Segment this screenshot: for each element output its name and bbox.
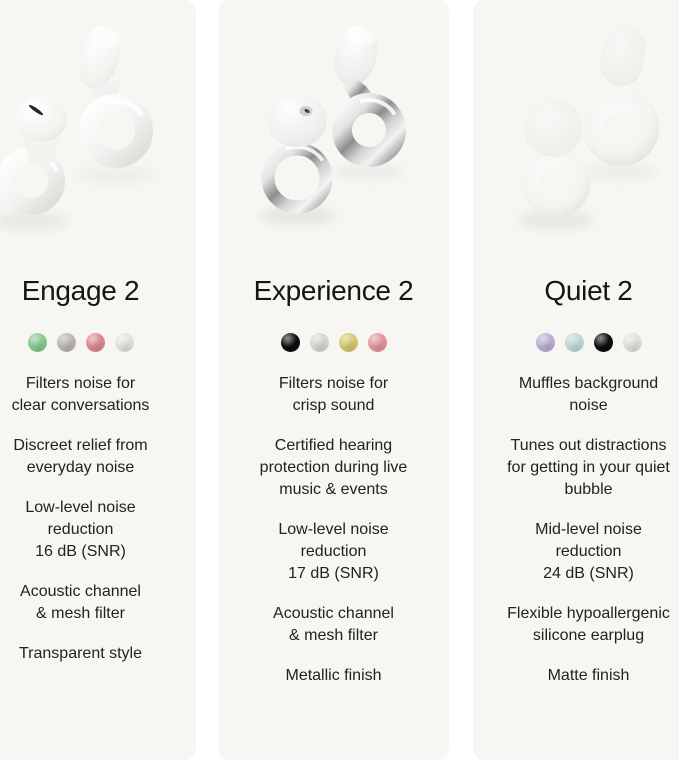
feature-list: Filters noise for clear conversations Di… [0, 373, 196, 665]
experience-2-earplugs-illustration [259, 24, 406, 225]
swatch-black [280, 333, 300, 352]
feature-item: Filters noise for clear conversations [11, 375, 150, 414]
product-title: Engage 2 [21, 275, 140, 306]
product-card-quiet-2: Quiet 2 Muffles background noise Tunes o… [473, 0, 679, 760]
swatch-rose [367, 333, 387, 352]
swatch-light-gray [622, 333, 642, 352]
product-image-quiet-2 [473, 0, 679, 235]
color-swatches [218, 333, 449, 352]
feature-item: Low-level noise reduction 17 dB (SNR) [278, 521, 389, 582]
product-card-engage-2: Engage 2 Filters noise for clear convers… [0, 0, 196, 760]
product-image-experience-2 [218, 0, 449, 235]
swatch-rose [85, 333, 105, 352]
feature-item: Mid-level noise reduction 24 dB (SNR) [535, 521, 642, 582]
feature-item: Transparent style [18, 645, 142, 662]
product-title: Quiet 2 [544, 275, 633, 306]
quiet-2-earplugs-illustration [518, 26, 659, 229]
feature-item: Low-level noise reduction 16 dB (SNR) [25, 499, 136, 560]
product-card-experience-2: Experience 2 Filters noise for crisp sou… [218, 0, 449, 760]
swatch-black [593, 333, 613, 352]
swatch-green [27, 333, 47, 352]
feature-item: Flexible hypoallergenic silicone earplug [507, 605, 670, 644]
swatch-light-gray [114, 333, 134, 352]
color-swatches [473, 333, 679, 352]
feature-item: Matte finish [547, 667, 630, 684]
feature-item: Acoustic channel & mesh filter [20, 583, 141, 622]
swatch-mint [564, 333, 584, 352]
feature-item: Tunes out distractions for getting in yo… [507, 437, 670, 498]
swatch-gold [338, 333, 358, 352]
color-swatches [0, 333, 196, 352]
feature-item: Muffles background noise [518, 375, 659, 414]
swatch-silver [56, 333, 76, 352]
feature-item: Certified hearing protection during live… [259, 437, 408, 498]
product-image-engage-2 [0, 0, 196, 235]
swatch-silver [309, 333, 329, 352]
swatch-lavender [535, 333, 555, 352]
feature-item: Metallic finish [285, 667, 382, 684]
feature-list: Filters noise for crisp sound Certified … [218, 373, 449, 687]
engage-2-earplugs-illustration [0, 25, 154, 230]
feature-item: Acoustic channel & mesh filter [273, 605, 394, 644]
feature-item: Discreet relief from everyday noise [13, 437, 148, 476]
feature-item: Filters noise for crisp sound [278, 375, 389, 414]
product-title: Experience 2 [253, 275, 414, 306]
feature-list: Muffles background noise Tunes out distr… [473, 373, 679, 687]
